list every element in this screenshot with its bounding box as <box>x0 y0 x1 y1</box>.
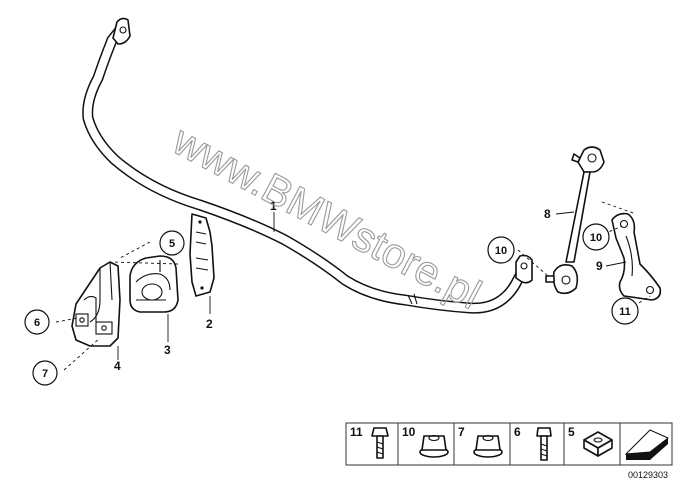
callout-3: 3 <box>164 343 171 357</box>
stabilizer-bar <box>82 17 533 314</box>
legend-cell-6: 6 <box>509 422 565 466</box>
link-bracket-part <box>611 212 662 301</box>
legend-number: 5 <box>568 425 575 439</box>
legend-cell-arrow <box>619 422 673 466</box>
hex-flange-nut-icon <box>473 434 503 458</box>
callout-2: 2 <box>206 317 213 331</box>
arrow-icon <box>624 429 669 460</box>
legend-number: 11 <box>350 425 363 439</box>
callout-6: 6 <box>34 317 40 329</box>
square-nut-icon <box>583 431 613 457</box>
stabilizer-holder-part <box>71 261 121 347</box>
callout-5: 5 <box>169 238 175 250</box>
callout-7: 7 <box>42 368 48 380</box>
callout-8: 8 <box>544 207 551 221</box>
legend-number: 6 <box>514 425 521 439</box>
callout-1: 1 <box>270 199 277 213</box>
callout-4: 4 <box>114 359 121 373</box>
rubber-mounting-part <box>129 255 179 313</box>
legend-cell-11: 11 <box>345 422 399 466</box>
callout-10-circle: 10 <box>487 236 515 264</box>
callout-6-circle: 6 <box>24 309 50 335</box>
legend-cell-7: 7 <box>453 422 511 466</box>
callout-7-circle: 7 <box>32 360 58 386</box>
fastener-legend: 11 10 7 <box>345 422 673 466</box>
watermark: www.BMWstore.pl <box>165 116 489 318</box>
callout-10-circle-b: 10 <box>582 223 610 251</box>
document-id: 00129303 <box>628 470 668 480</box>
callout-9: 9 <box>596 259 603 273</box>
bracket-part <box>189 213 215 297</box>
callout-5-circle: 5 <box>159 230 185 256</box>
callout-11-circle: 11 <box>611 297 639 325</box>
legend-cell-5: 5 <box>563 422 621 466</box>
callout-10: 10 <box>495 245 507 257</box>
callout-10-b: 10 <box>590 232 602 244</box>
stabilizer-link-part <box>545 146 605 295</box>
bolt-icon <box>536 427 552 461</box>
legend-cell-10: 10 <box>397 422 455 466</box>
hex-bolt-icon <box>371 427 389 459</box>
callout-11: 11 <box>619 306 631 318</box>
hex-flange-nut-icon <box>419 434 449 458</box>
legend-number: 10 <box>402 425 416 439</box>
legend-number: 7 <box>458 425 465 439</box>
